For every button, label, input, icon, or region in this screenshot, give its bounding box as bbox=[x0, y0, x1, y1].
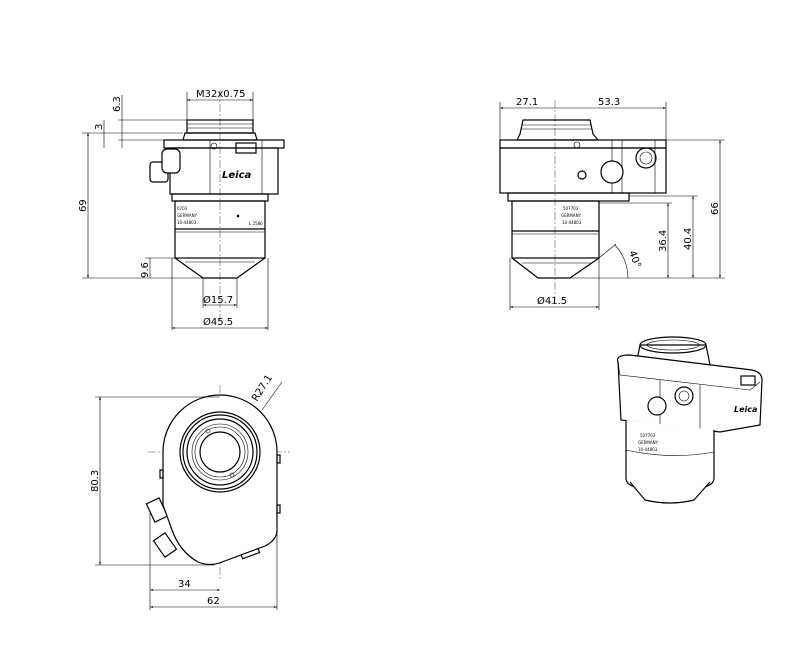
svg-text:80.3: 80.3 bbox=[90, 470, 101, 492]
svg-text:40.4: 40.4 bbox=[683, 228, 694, 250]
svg-text:66: 66 bbox=[710, 202, 721, 215]
svg-text:Ø15.7: Ø15.7 bbox=[203, 294, 233, 306]
svg-text:34: 34 bbox=[178, 579, 191, 590]
svg-text:0703: 0703 bbox=[177, 206, 188, 211]
svg-text:507703: 507703 bbox=[563, 206, 579, 211]
svg-text:L 2586: L 2586 bbox=[249, 221, 263, 226]
svg-text:M32x0.75: M32x0.75 bbox=[196, 89, 246, 100]
svg-text:Ø41.5: Ø41.5 bbox=[537, 295, 567, 307]
svg-text:GERMANY: GERMANY bbox=[561, 213, 582, 218]
svg-text:R27.1: R27.1 bbox=[250, 373, 275, 404]
svg-text:36.4: 36.4 bbox=[658, 230, 669, 252]
svg-text:Ø45.5: Ø45.5 bbox=[203, 316, 233, 328]
svg-text:10-44803: 10-44803 bbox=[562, 220, 582, 225]
svg-text:507703: 507703 bbox=[640, 433, 656, 438]
svg-text:53.3: 53.3 bbox=[598, 97, 620, 108]
isometric-view: Leica 507703 GERMANY 10-44803 bbox=[616, 336, 763, 504]
logo: Leica bbox=[222, 170, 252, 181]
svg-text:GERMANY: GERMANY bbox=[638, 440, 659, 445]
svg-text:9.6: 9.6 bbox=[140, 262, 151, 278]
svg-text:69: 69 bbox=[78, 199, 89, 212]
svg-text:62: 62 bbox=[207, 596, 220, 607]
svg-text:40°: 40° bbox=[626, 249, 642, 269]
svg-text:GERMANY: GERMANY bbox=[177, 213, 198, 218]
side-view: 507703 GERMANY 10-44803 27.1 53.3 66 40.… bbox=[499, 97, 725, 310]
svg-text:10-44803: 10-44803 bbox=[638, 447, 658, 452]
svg-text:6.3: 6.3 bbox=[112, 96, 123, 112]
front-view: Leica 0703 GERMANY 10-44803 L 2586 M32x0… bbox=[78, 89, 285, 330]
svg-text:3: 3 bbox=[94, 124, 105, 130]
svg-text:10-44803: 10-44803 bbox=[177, 220, 197, 225]
svg-text:27.1: 27.1 bbox=[516, 97, 538, 108]
bottom-view: R27.1 80.3 34 62 bbox=[90, 373, 290, 610]
svg-text:Leica: Leica bbox=[734, 405, 757, 414]
